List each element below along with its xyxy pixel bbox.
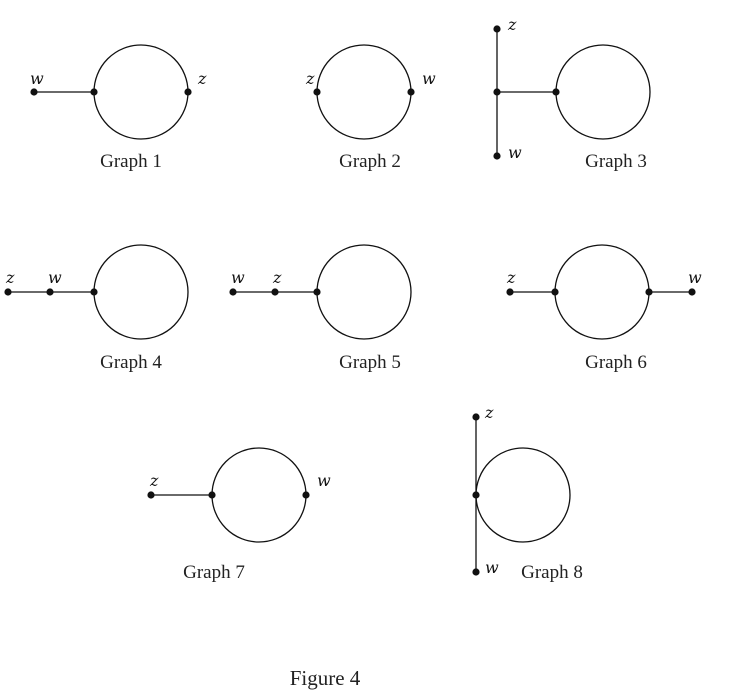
graph-5-cycle	[316, 244, 412, 340]
graph-5-vertex-attach	[313, 288, 321, 296]
graph-2-caption: Graph 2	[339, 151, 401, 172]
graph-6-label-w: w	[688, 268, 702, 287]
graph-3-cycle	[555, 44, 651, 140]
graph-6-vertex-w	[688, 288, 696, 296]
graph-1-label-w: w	[30, 69, 44, 88]
graph-1-cycle	[93, 44, 189, 140]
graph-8-label-z: z	[484, 403, 494, 422]
graph-4-vertex-z	[4, 288, 12, 296]
graph-2-label-z: z	[305, 69, 315, 88]
graph-8-caption: Graph 8	[521, 562, 583, 583]
graph-6-vertex-attach-left	[551, 288, 559, 296]
graph-2-label-w: w	[422, 69, 436, 88]
graph-7-caption: Graph 7	[183, 562, 245, 583]
graph-1-caption: Graph 1	[100, 151, 162, 172]
graph-4-label-w: w	[48, 268, 62, 287]
graph-3: z w Graph 3	[493, 15, 651, 172]
graph-4-label-z: z	[5, 268, 15, 287]
graph-3-vertex-center	[493, 88, 501, 96]
graph-6-cycle	[554, 244, 650, 340]
graph-7-cycle	[211, 447, 307, 543]
graph-2: z w Graph 2	[305, 44, 436, 172]
graph-3-vertex-attach	[552, 88, 560, 96]
graph-1: w z Graph 1	[30, 44, 207, 172]
graph-4: z w Graph 4	[4, 244, 189, 373]
graph-6-vertex-attach-right	[645, 288, 653, 296]
graph-7-label-w: w	[317, 471, 331, 490]
graph-4-vertex-w	[46, 288, 54, 296]
graph-6: z w Graph 6	[506, 244, 702, 373]
graph-8-vertex-z	[472, 413, 480, 421]
graph-1-vertex-w	[30, 88, 38, 96]
graph-4-cycle	[93, 244, 189, 340]
graph-7: z w Graph 7	[147, 447, 331, 583]
graph-7-vertex-attach	[208, 491, 216, 499]
graph-8-cycle	[475, 447, 571, 543]
graph-3-caption: Graph 3	[585, 151, 647, 172]
graph-5-vertex-w	[229, 288, 237, 296]
graph-7-label-z: z	[149, 471, 159, 490]
graph-5-label-z: z	[272, 268, 282, 287]
graph-1-vertex-attach	[90, 88, 98, 96]
graph-5-caption: Graph 5	[339, 352, 401, 373]
graph-3-label-w: w	[508, 143, 522, 162]
graph-3-label-z: z	[507, 15, 517, 34]
graph-5-label-w: w	[231, 268, 245, 287]
graph-1-vertex-z	[184, 88, 192, 96]
graph-5-vertex-z	[271, 288, 279, 296]
graph-6-vertex-z	[506, 288, 514, 296]
graph-7-vertex-w	[302, 491, 310, 499]
graph-8-label-w: w	[485, 558, 499, 577]
graph-5: w z Graph 5	[229, 244, 412, 373]
graph-6-label-z: z	[506, 268, 516, 287]
graph-2-cycle	[316, 44, 412, 140]
graph-3-vertex-w	[493, 152, 501, 160]
figure-caption: Figure 4	[290, 666, 361, 690]
graph-7-vertex-z	[147, 491, 155, 499]
graph-4-vertex-attach	[90, 288, 98, 296]
graph-8: z w Graph 8	[472, 403, 583, 583]
graph-2-vertex-z	[313, 88, 321, 96]
graph-2-vertex-w	[407, 88, 415, 96]
graph-1-label-z: z	[197, 69, 207, 88]
graph-3-vertex-z	[493, 25, 501, 33]
graph-6-caption: Graph 6	[585, 352, 647, 373]
graph-4-caption: Graph 4	[100, 352, 162, 373]
graph-8-vertex-attach	[472, 491, 480, 499]
graph-8-vertex-w	[472, 568, 480, 576]
